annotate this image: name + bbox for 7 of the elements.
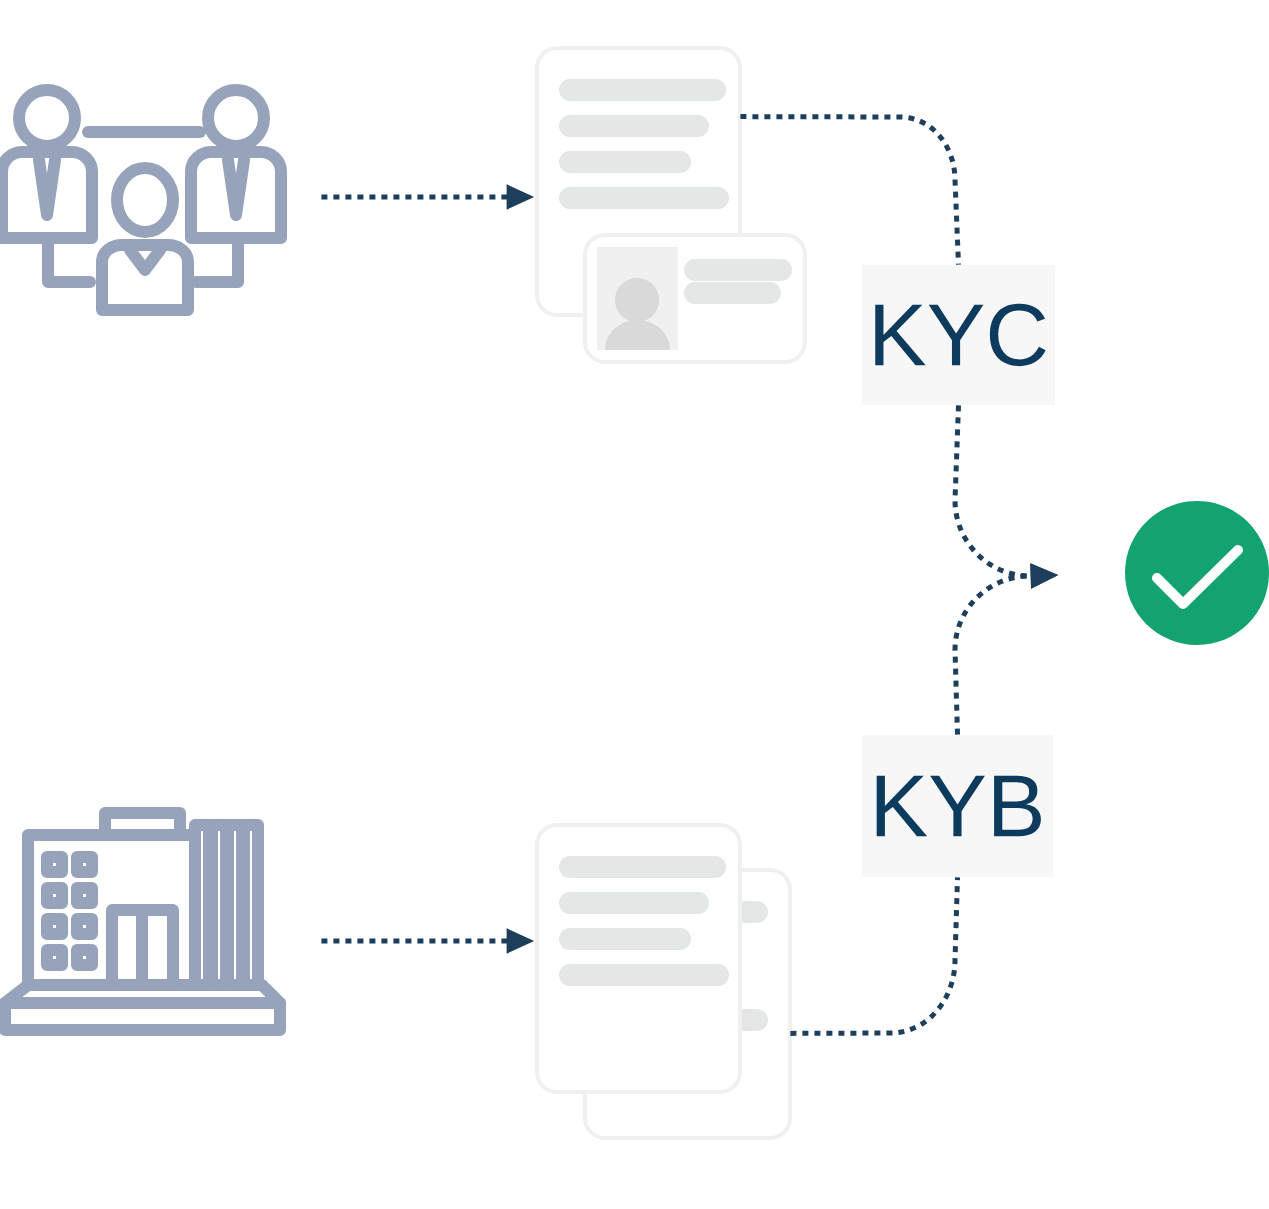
people-drawing	[0, 84, 287, 316]
label-box: KYB	[862, 735, 1053, 877]
documents-drawing	[535, 823, 792, 1140]
label-box: KYC	[862, 265, 1055, 405]
document-drawing	[535, 46, 807, 364]
check-circle	[1125, 501, 1269, 645]
building-drawing	[0, 807, 286, 1036]
